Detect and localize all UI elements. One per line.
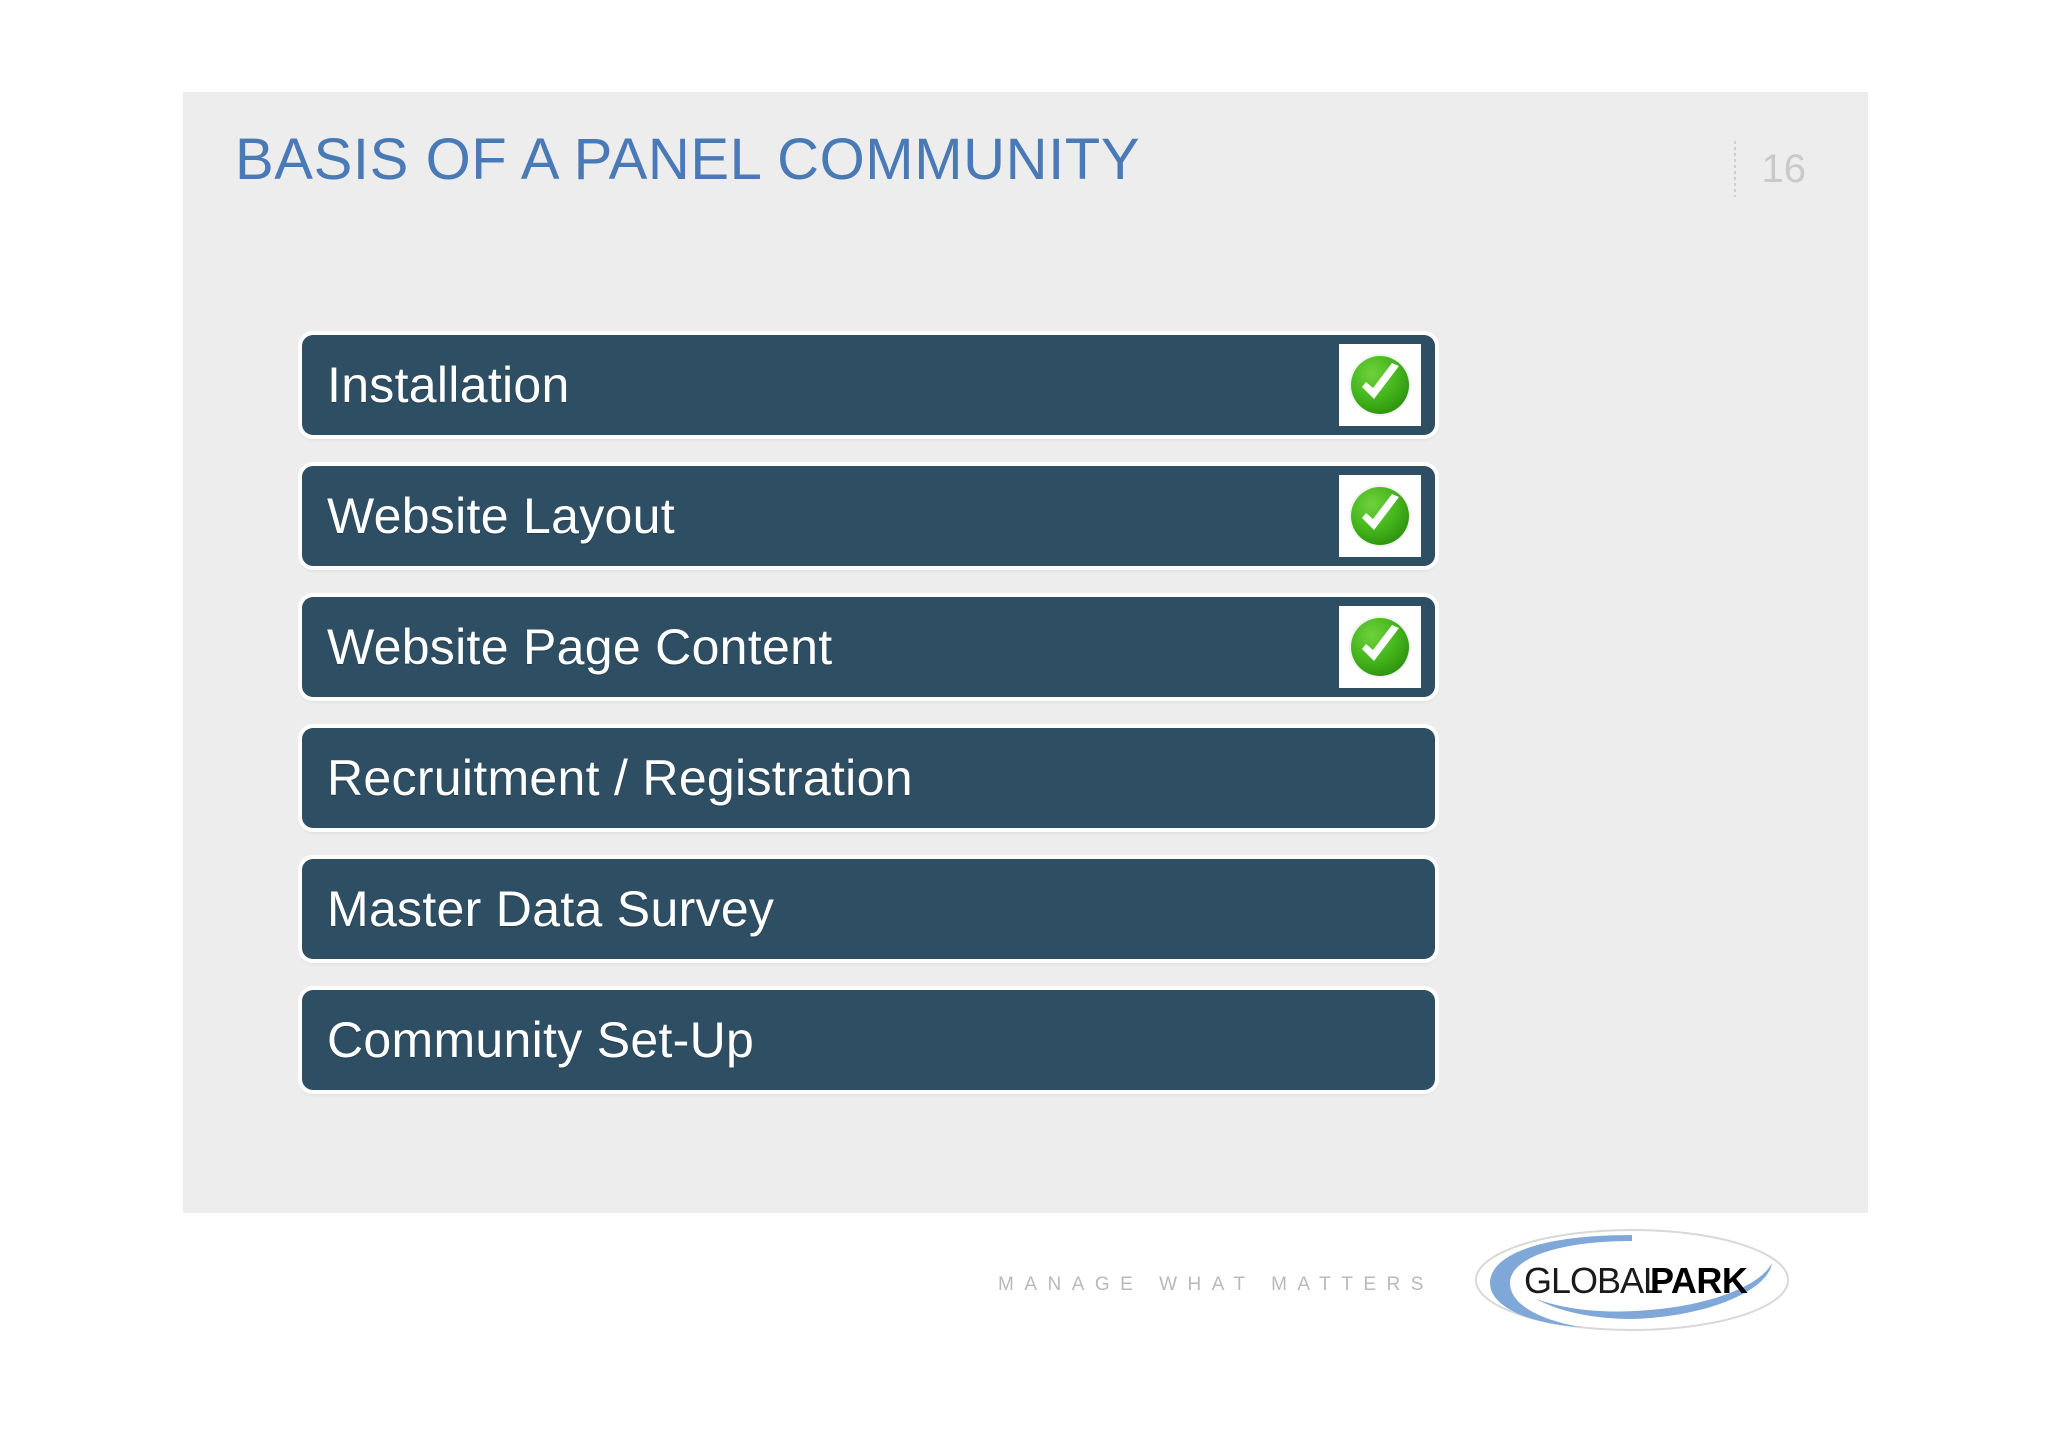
slide-panel: BASIS OF A PANEL COMMUNITY 16 Installati… xyxy=(183,92,1868,1213)
milestone-label: Website Page Content xyxy=(327,619,833,675)
page-number-group: 16 xyxy=(1733,140,1807,198)
globalpark-logo: GLOBAL PARK xyxy=(1472,1225,1792,1335)
milestone-row[interactable]: Installation xyxy=(302,335,1435,435)
check-slot-empty xyxy=(1339,737,1421,819)
milestone-row[interactable]: Recruitment / Registration xyxy=(302,728,1435,828)
check-circle-icon xyxy=(1339,606,1421,688)
page-number-divider xyxy=(1733,141,1736,197)
milestone-row[interactable]: Website Layout xyxy=(302,466,1435,566)
page-number: 16 xyxy=(1761,147,1807,191)
page-title: BASIS OF A PANEL COMMUNITY xyxy=(235,127,1141,192)
milestone-label: Community Set-Up xyxy=(327,1012,755,1068)
check-circle-icon xyxy=(1339,344,1421,426)
milestone-row[interactable]: Master Data Survey xyxy=(302,859,1435,959)
logo-text-light: GLOBAL xyxy=(1524,1260,1662,1301)
milestone-row[interactable]: Community Set-Up xyxy=(302,990,1435,1090)
footer-tagline: MANAGE WHAT MATTERS xyxy=(998,1274,1434,1295)
milestone-label: Recruitment / Registration xyxy=(327,750,913,806)
check-slot-empty xyxy=(1339,999,1421,1081)
check-circle-icon xyxy=(1339,475,1421,557)
check-slot-empty xyxy=(1339,868,1421,950)
milestone-label: Installation xyxy=(327,357,570,413)
milestone-label: Website Layout xyxy=(327,488,675,544)
logo-text-bold: PARK xyxy=(1650,1260,1748,1301)
milestone-row[interactable]: Website Page Content xyxy=(302,597,1435,697)
milestone-label: Master Data Survey xyxy=(327,881,775,937)
